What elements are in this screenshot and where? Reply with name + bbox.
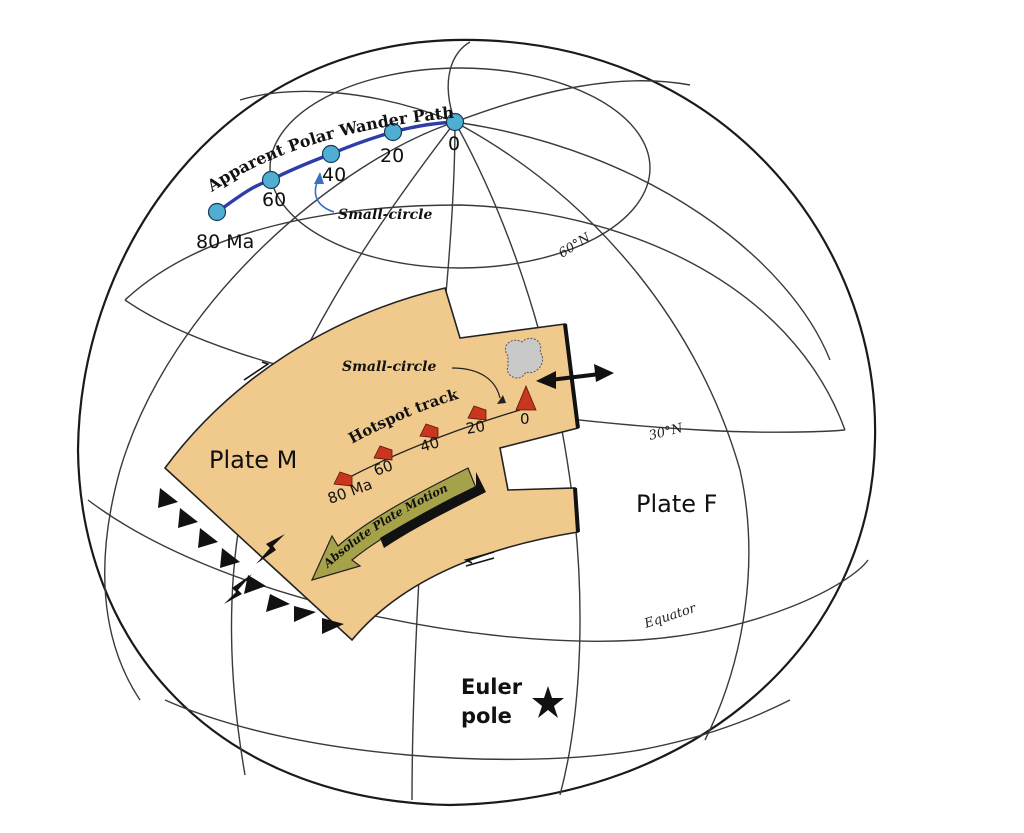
volcano-icon [333,471,353,487]
apwp-pole-dot [261,170,281,190]
hotspot-small-circle-pointer [451,367,501,399]
apwp-age-label: 20 [380,145,404,167]
apwp-age-label: 0 [448,133,460,155]
pointer-arrowhead-icon [314,172,324,184]
apwp-age-label: 60 [262,189,286,211]
apwp-dots [207,112,465,222]
apwp-pole-dot [383,122,403,142]
latitude-30-line-back [124,204,846,431]
latitude-lines [87,67,869,761]
volcano-icons [333,384,537,487]
apwp-pole-dot [207,202,227,222]
apwp-age-label: 40 [322,164,346,186]
convergence-arrows-icon [224,534,285,604]
hotspot-age-label: 40 [418,433,441,456]
hotspot-small-circle-label: Small-circle [342,359,437,375]
hotspot-age-label: 0 [520,410,530,428]
apwp-small-circle-label: Small-circle [338,207,433,223]
meridian [454,121,750,741]
meridian [104,121,456,701]
latitude-60-circle [269,67,651,269]
star-icon [532,686,564,718]
subduction-teeth-icon [158,488,344,634]
hotspot-track-line [343,409,521,481]
hotspot-age-label: 60 [371,456,395,479]
plate-m-label: Plate M [209,446,297,474]
meridian [454,121,831,361]
apm-arrow-shadow [380,472,486,548]
meridian [447,41,471,123]
apwp-pole-dot [321,144,341,164]
ridge-segment [573,487,580,533]
double-arrow-icon [536,364,614,389]
meridian [239,90,456,123]
equator-line [87,499,869,642]
volcano-icon [515,384,537,411]
latitude-30-line [124,299,846,433]
hotspot-plume-icon [504,337,544,379]
euler-pole-label-line2: pole [461,704,512,728]
latitude-minus30-line [164,699,791,761]
apwp-age-label: 80 Ma [196,231,254,253]
volcano-icon [373,445,393,461]
transform-arrow-icon [243,361,495,567]
plate-f-label: Plate F [636,490,717,518]
euler-pole-label-line1: Euler [461,675,523,699]
hotspot-age-label: 20 [465,417,487,438]
pointer-arrowhead-icon [497,395,506,404]
volcano-icon [467,405,487,421]
meridian-lines [104,41,831,801]
apwp-pole-dot [445,112,465,132]
meridian [454,80,691,123]
volcano-icon [419,423,439,439]
absolute-plate-motion-arrow [310,467,477,581]
